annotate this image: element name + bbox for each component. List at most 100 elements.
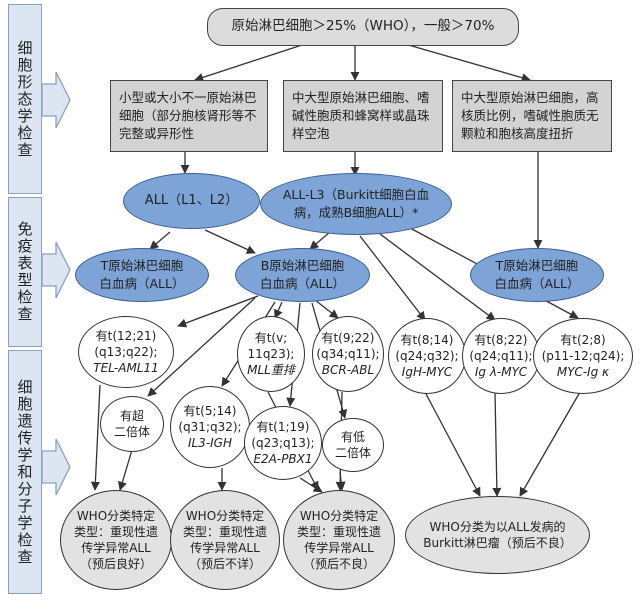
gene-t9-22-l2: (q34;q11); bbox=[316, 346, 380, 361]
outcome-burkitt: WHO分类为以ALL发病的 Burkitt淋巴瘤（预后不良） bbox=[405, 496, 590, 574]
gene-t8-14-l1: 有t(8;14) bbox=[400, 332, 454, 347]
immuno-b-all-label: B原始淋巴细胞白血病（ALL） bbox=[260, 257, 345, 291]
edge-ball-tv11 bbox=[274, 301, 283, 319]
morph-medium: 中大型原始淋巴细胞、嗜碱性胞质和蜂窝样或晶珠样空泡 bbox=[283, 80, 443, 152]
immuno-t-all-left: T原始淋巴细胞白血病（ALL） bbox=[75, 248, 209, 302]
outcome-unknown-l3: 传学异常ALL bbox=[190, 541, 260, 555]
gene-t12-21: 有t(12;21) (q13;q22); TEL-AML11 bbox=[78, 316, 174, 388]
outcome-good: WHO分类特定 类型：重现性遗 传学异常ALL （预后良好） bbox=[60, 490, 172, 590]
gene-t9-22-l1: 有t(9;22) bbox=[321, 330, 375, 345]
sidebar-genetics-label: 细胞遗传学和分子学检查 bbox=[15, 378, 34, 566]
immuno-t-all-right: T原始淋巴细胞白血病（ALL） bbox=[470, 248, 604, 302]
sidebar-arrow-morphology bbox=[42, 71, 71, 129]
gene-t5-14-l1: 有t(5;14) bbox=[183, 403, 237, 418]
gene-t9-22-l3: BCR-ABL bbox=[321, 363, 375, 378]
gene-t1-19-l1: 有t(1;19) bbox=[256, 419, 310, 434]
gene-hyperdiploid: 有超 二倍体 bbox=[100, 396, 164, 452]
edge-t1221-good bbox=[90, 384, 101, 491]
gene-t8-14: 有t(8;14) (q24;q32); IgH-MYC bbox=[388, 318, 466, 394]
gene-t8-14-l2: (q24;q32); bbox=[395, 348, 459, 363]
fab-l3: ALL-L3（Burkitt细胞白血病，成熟B细胞ALL）* bbox=[260, 173, 452, 235]
gene-t12-21-l3: TEL-AML11 bbox=[93, 361, 159, 376]
gene-t8-22-l2: (q24;q11); bbox=[469, 348, 533, 363]
gene-t12-21-l1: 有t(12;21) bbox=[95, 328, 157, 343]
edge-hyper-good bbox=[117, 449, 133, 491]
edge-t814-burkitt bbox=[424, 391, 481, 497]
gene-t1-19-l2: (q23;q13); bbox=[251, 435, 315, 450]
gene-t1-19: 有t(1;19) (q23;q13); E2A-PBX1 bbox=[244, 406, 322, 480]
gene-t1-19-l3: E2A-PBX1 bbox=[253, 452, 313, 467]
immuno-t-all-left-label: T原始淋巴细胞白血病（ALL） bbox=[99, 257, 185, 291]
gene-t2-8-l1: 有t(2;8) bbox=[560, 332, 606, 347]
outcome-poor-l1: WHO分类特定 bbox=[299, 508, 379, 523]
sidebar-arrow-genetics bbox=[42, 438, 71, 496]
sidebar-morphology: 细胞形态学检查 bbox=[8, 4, 42, 194]
edge-t119-poor bbox=[299, 477, 323, 493]
edge-ball-t1221 bbox=[177, 295, 259, 328]
morph-medium-text: 中大型原始淋巴细胞、嗜碱性胞质和蜂窝样或晶珠样空泡 bbox=[292, 89, 430, 142]
edge-hypo-poor bbox=[336, 471, 346, 491]
gene-t8-14-l3: IgH-MYC bbox=[401, 365, 453, 380]
fab-l1l2-label: ALL（L1、L2） bbox=[144, 192, 239, 208]
gene-t5-14: 有t(5;14) (q31;q32); IL3-IGH bbox=[170, 386, 250, 468]
gene-t-v-11-l3: MLL重排 bbox=[247, 363, 295, 378]
gene-t-v-11-l1: 有t(v; bbox=[254, 330, 288, 345]
gene-hypodiploid: 有低 二倍体 bbox=[322, 418, 384, 472]
gene-t8-22: 有t(8;22) (q24;q11); Ig λ-MYC bbox=[462, 318, 540, 394]
sidebar-arrow-immuno bbox=[42, 241, 71, 299]
outcome-good-l2: 类型：重现性遗 bbox=[73, 524, 158, 539]
gene-t2-8-l3: MYC-Ig κ bbox=[556, 365, 610, 380]
gene-t8-22-l3: Ig λ-MYC bbox=[474, 365, 528, 380]
outcome-poor-l4: （预后不良） bbox=[302, 557, 375, 572]
outcome-poor-l2: 类型：重现性遗 bbox=[296, 524, 381, 539]
top-criterion: 原始淋巴细胞＞25%（WHO），一般＞70% bbox=[207, 8, 519, 46]
outcome-poor: WHO分类特定 类型：重现性遗 传学异常ALL （预后不良） bbox=[283, 490, 395, 590]
edge-t822-burkitt bbox=[492, 391, 502, 497]
edge-l3-t822 bbox=[379, 233, 496, 321]
fab-l3-label: ALL-L3（Burkitt细胞白血病，成熟B细胞ALL）* bbox=[282, 186, 430, 220]
morph-small-text: 小型或大小不一原始淋巴细胞（部分胞核肾形等不完整或异形性 bbox=[119, 89, 257, 142]
edge-ball-t922 bbox=[314, 299, 339, 319]
gene-t5-14-l2: (q31;q32); bbox=[178, 419, 242, 434]
gene-hyperdiploid-l1: 有超 bbox=[119, 408, 144, 423]
outcome-burkitt-l2: Burkitt淋巴瘤（预后不良） bbox=[423, 536, 572, 550]
outcome-unknown-l2: 类型：重现性遗 bbox=[182, 524, 267, 539]
gene-t-v-11: 有t(v; 11q23); MLL重排 bbox=[237, 316, 305, 392]
gene-t2-8: 有t(2;8) (p11-12;q24); MYC-Ig κ bbox=[533, 318, 633, 394]
outcome-unknown-l1: WHO分类特定 bbox=[185, 508, 265, 523]
gene-t12-21-l2: (q13;q22); bbox=[94, 344, 158, 359]
top-criterion-text: 原始淋巴细胞＞25%（WHO），一般＞70% bbox=[231, 18, 495, 35]
gene-t9-22: 有t(9;22) (q34;q11); BCR-ABL bbox=[312, 316, 384, 392]
sidebar-morphology-label: 细胞形态学检查 bbox=[15, 39, 34, 159]
edge-l1l2-tall bbox=[149, 231, 171, 250]
gene-t2-8-l2: (p11-12;q24); bbox=[541, 348, 625, 363]
outcome-poor-l3: 传学异常ALL bbox=[304, 541, 374, 555]
edge-l3-t814 bbox=[359, 235, 426, 321]
outcome-unknown: WHO分类特定 类型：重现性遗 传学异常ALL （预后不详） bbox=[170, 490, 280, 590]
gene-hypodiploid-l1: 有低 bbox=[340, 429, 365, 444]
outcome-burkitt-l1: WHO分类为以ALL发病的 bbox=[429, 519, 566, 534]
outcome-good-l1: WHO分类特定 bbox=[76, 508, 156, 523]
outcome-unknown-l4: （预后不详） bbox=[188, 557, 261, 572]
morph-large-text: 中大型原始淋巴细胞，高核质比例，嗜碱性胞质无颗粒和胞核高度扭折 bbox=[461, 89, 599, 142]
immuno-t-all-right-label: T原始淋巴细胞白血病（ALL） bbox=[494, 257, 580, 291]
edge-top-large bbox=[404, 43, 531, 83]
gene-hypodiploid-l2: 二倍体 bbox=[334, 446, 371, 460]
edge-ball-hyper bbox=[147, 297, 256, 397]
sidebar-immuno: 免疫表型检查 bbox=[8, 197, 42, 347]
gene-t-v-11-l2: 11q23); bbox=[247, 346, 295, 361]
morph-large: 中大型原始淋巴细胞，高核质比例，嗜碱性胞质无颗粒和胞核高度扭折 bbox=[452, 80, 612, 152]
gene-hyperdiploid-l2: 二倍体 bbox=[113, 425, 150, 439]
gene-t8-22-l1: 有t(8;22) bbox=[474, 332, 528, 347]
edge-l1l2-ball bbox=[204, 229, 256, 254]
sidebar-genetics: 细胞遗传学和分子学检查 bbox=[8, 350, 42, 594]
edge-t28-burkitt bbox=[519, 391, 581, 497]
sidebar-immuno-label: 免疫表型检查 bbox=[15, 221, 34, 323]
immuno-b-all: B原始淋巴细胞白血病（ALL） bbox=[235, 248, 370, 302]
outcome-good-l3: 传学异常ALL bbox=[81, 541, 151, 555]
gene-t5-14-l3: IL3-IGH bbox=[187, 436, 233, 451]
outcome-good-l4: （预后良好） bbox=[79, 557, 152, 572]
edge-l3-ball bbox=[309, 231, 331, 250]
edge-top-small bbox=[194, 43, 306, 82]
morph-small: 小型或大小不一原始淋巴细胞（部分胞核肾形等不完整或异形性 bbox=[110, 80, 268, 152]
